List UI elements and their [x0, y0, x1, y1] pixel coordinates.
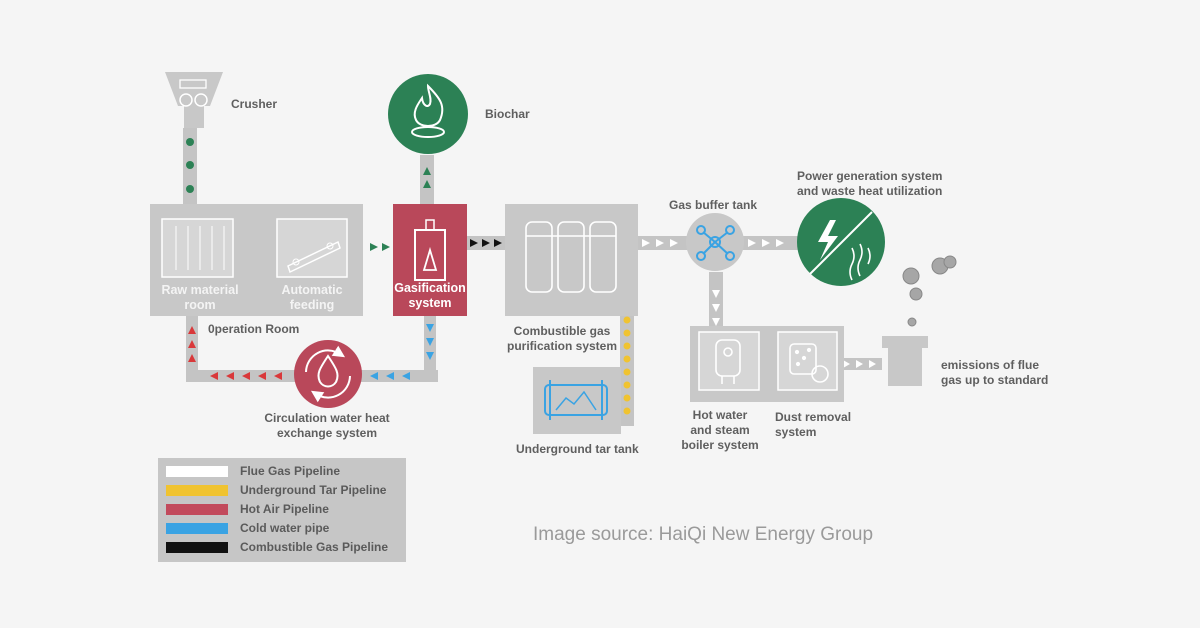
power-generation-label: Power generation system and waste heat u… [797, 169, 942, 199]
boiler-dust-box [690, 326, 844, 402]
smoke-icon [902, 255, 957, 327]
power-generation-label-line2: and waste heat utilization [797, 184, 943, 198]
buffer-tank-label: Gas buffer tank [669, 198, 758, 212]
flow-dots-red [188, 326, 282, 380]
legend-label: Cold water pipe [240, 521, 330, 535]
circulation-label-line1: Circulation water heat [264, 411, 390, 425]
dust-removal-label-line1: Dust removal [775, 410, 852, 424]
dust-filter-icon [789, 343, 829, 383]
auto-feed-label-line2: feeding [289, 298, 335, 312]
chimney-icon [882, 336, 928, 386]
flow-dots-blue [370, 324, 434, 380]
crusher-icon [165, 72, 223, 128]
auto-feed-label-line1: Automatic [281, 283, 343, 297]
boiler-label-line3: boiler system [681, 438, 759, 452]
raw-material-label-line2: room [184, 298, 216, 312]
tar-tank-label: Underground tar tank [516, 442, 639, 456]
purification-label: Combustible gas purification system [507, 324, 617, 354]
fire-icon [388, 74, 468, 154]
boiler-label-line2: and steam [690, 423, 750, 437]
emissions-label-line2: gas up to standard [941, 373, 1049, 387]
raw-material-label-line1: Raw material [161, 283, 239, 297]
water-drop-cycle-icon [294, 340, 362, 408]
legend-item-hot-air: Hot Air Pipeline [166, 502, 329, 516]
boiler-label-line1: Hot water [692, 408, 748, 422]
operation-room-label: 0peration Room [208, 322, 300, 336]
gasifier-icon [393, 204, 467, 316]
raw-material-label: Raw material room [161, 283, 238, 313]
biochar-label: Biochar [485, 107, 530, 121]
filter-tanks-icon [505, 204, 638, 316]
legend: Flue Gas Pipeline Underground Tar Pipeli… [158, 458, 406, 562]
legend-swatch [166, 484, 228, 496]
dust-removal-label: Dust removal system [775, 410, 851, 440]
molecule-icon [686, 213, 744, 271]
lightning-icon [797, 198, 885, 286]
circulation-label: Circulation water heat exchange system [264, 411, 389, 441]
boiler-label: Hot water and steam boiler system [681, 408, 758, 453]
image-source-caption: Image source: HaiQi New Energy Group [533, 524, 874, 545]
legend-item-flue-gas: Flue Gas Pipeline [166, 464, 340, 478]
flow-dots-yellow [623, 316, 631, 415]
purification-label-line2: purification system [506, 339, 618, 353]
legend-swatch [166, 503, 228, 515]
legend-label: Combustible Gas Pipeline [240, 540, 389, 554]
gasification-label: Gasification system [394, 281, 466, 311]
emissions-label-line1: emissions of flue [941, 358, 1040, 372]
circulation-label-line2: exchange system [276, 426, 378, 440]
crusher-label: Crusher [231, 97, 278, 111]
legend-label: Flue Gas Pipeline [240, 464, 341, 478]
legend-item-cold-water: Cold water pipe [166, 521, 329, 535]
dust-removal-label-line2: system [775, 425, 817, 439]
auto-feed-label: Automatic feeding [281, 283, 342, 313]
legend-item-combustible-gas: Combustible Gas Pipeline [166, 540, 388, 554]
legend-item-tar: Underground Tar Pipeline [166, 483, 386, 497]
power-generation-label-line1: Power generation system [797, 169, 943, 183]
legend-swatch [166, 522, 228, 534]
emissions-label: emissions of flue gas up to standard [941, 358, 1048, 388]
water-heater-icon [715, 339, 741, 384]
operation-room-box [150, 204, 363, 316]
legend-swatch [166, 541, 228, 553]
legend-label: Hot Air Pipeline [240, 502, 329, 516]
gasification-label-line1: Gasification [394, 281, 466, 295]
legend-swatch [166, 465, 228, 477]
tank-icon [533, 367, 621, 434]
purification-label-line1: Combustible gas [513, 324, 611, 338]
legend-label: Underground Tar Pipeline [240, 483, 387, 497]
gasification-label-line2: system [408, 296, 452, 310]
